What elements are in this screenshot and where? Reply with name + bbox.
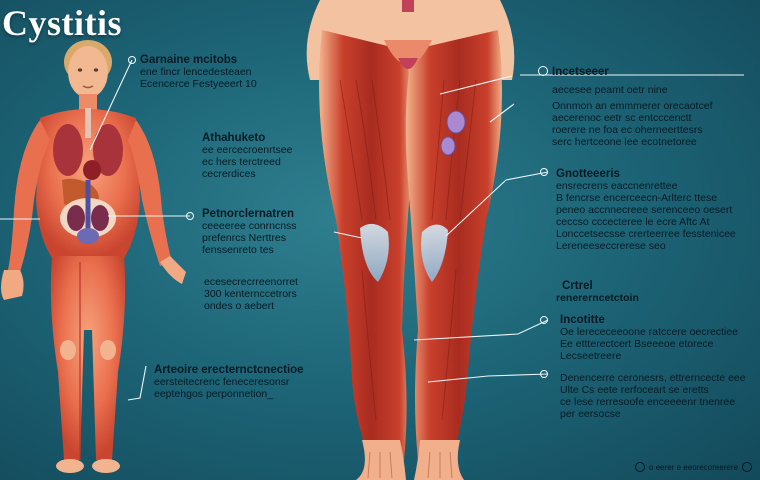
page-title: Cystitis	[2, 3, 122, 43]
label-line: Lonccetsecsse crerteerree fesstenicee	[556, 228, 736, 240]
lower-body-figure	[306, 0, 515, 480]
label-heading: Incotitte	[560, 314, 605, 326]
label-incetseeer: Incetseeer aecesee peamt oetr nine Onnmo…	[552, 66, 712, 148]
label-line: ondes o aebert	[204, 300, 275, 312]
leader-lines	[0, 59, 744, 401]
leader-dot	[186, 212, 194, 220]
label-line: B fencrse encerceecn-Arlterc ttese	[556, 192, 718, 204]
label-line: Oe lerececeeoone ratccere oecrectiee	[560, 326, 739, 338]
label-line: ensrecrens eaccnenrettee	[556, 180, 678, 192]
label-crtrel: Crtrel renererncetctoin	[556, 280, 639, 304]
label-garnaine: Garnaine mcitobs ene fincr lencedesteaen…	[140, 54, 257, 90]
label-line: cecrerdices	[202, 168, 256, 180]
label-heading: Arteoire erecternctcnectioe	[154, 364, 304, 376]
label-line: ec hers terctreed	[202, 156, 281, 168]
label-arteoire: Arteoire erecternctcnectioe eersteitecre…	[154, 364, 304, 400]
label-block-ten: Denencerre ceronesrs, ettrerncecte eee U…	[560, 372, 746, 420]
label-line: Ecencerce Festyeeert 10	[140, 78, 257, 90]
leader-dot	[540, 168, 548, 176]
leader-dot	[538, 66, 548, 76]
label-heading: Incetseeer	[552, 66, 609, 78]
label-line: prefenrcs Nerttres	[202, 232, 287, 244]
label-line: ene fincr lencedesteaen	[140, 66, 252, 78]
label-line: ceeeeree conrncnss	[202, 220, 297, 232]
label-line: per eersocse	[560, 408, 621, 420]
label-line: roerere ne foa ec oherneerttesrs	[552, 124, 703, 136]
footer-credit-text: o eerer e eeorecoreerere	[649, 462, 738, 472]
label-heading: Garnaine mcitobs	[140, 54, 238, 66]
label-line: Lecseetreere	[560, 350, 622, 362]
label-line: serc hertceone lee ecotnetoree	[552, 136, 697, 148]
label-block-four: ecesecrecrreenorret 300 kenternccetrors …	[204, 276, 298, 312]
footer-credit: o eerer e eeorecoreerere	[635, 462, 752, 472]
label-line: peneo accnnecreee serenceeo oesert	[556, 204, 733, 216]
label-heading: Petnorclernatren	[202, 208, 295, 220]
label-heading: Athahuketo	[202, 132, 266, 144]
label-gnotteeeris: Gnotteeeris ensrecrens eaccnenrettee B f…	[556, 168, 736, 252]
label-line: ce lese rerresoofe enceeeenr tnenree	[560, 396, 736, 408]
label-line: 300 kenternccetrors	[204, 288, 297, 300]
leader-dot	[540, 316, 548, 324]
label-line: ceccso cccecteree le ecre Aftc At	[556, 216, 710, 228]
label-heading: Crtrel	[562, 280, 593, 292]
label-petnorclernatren: Petnorclernatren ceeeeree conrncnss pref…	[202, 208, 297, 256]
circle-icon	[635, 462, 646, 472]
label-line: fenssenreto tes	[202, 244, 274, 256]
label-line: renererncetctoin	[556, 292, 639, 304]
label-incotitte: Incotitte Oe lerececeeoone ratccere oecr…	[560, 314, 738, 362]
label-line: Onnmon an emmmerer orecaotcef	[552, 100, 713, 112]
label-line: eersteitecrenc feneceresonsr	[154, 376, 290, 388]
label-line: Ee ettterectcert Bseeeoe etorece	[560, 338, 714, 350]
label-line: aecerenoc eetr sc entcccenctt	[552, 112, 692, 124]
circle-icon	[742, 462, 752, 472]
label-athahuketo: Athahuketo ee eercecroenrtsee ec hers te…	[202, 132, 292, 180]
label-line: Ulte Cs eete rerfoceart se eretts	[560, 384, 709, 396]
leader-dot	[540, 370, 548, 378]
label-line: eeptehgos perponnetion_	[154, 388, 274, 400]
leader-dot	[128, 56, 136, 64]
label-line: Lereneeseccrerese seo	[556, 240, 666, 252]
label-line: aecesee peamt oetr nine	[552, 84, 668, 96]
full-body-figure	[1, 40, 186, 473]
label-line: ee eercecroenrtsee	[202, 144, 293, 156]
label-heading: Gnotteeeris	[556, 168, 620, 180]
label-line: ecesecrecrreenorret	[204, 276, 298, 288]
label-line: Denencerre ceronesrs, ettrerncecte eee	[560, 372, 746, 384]
